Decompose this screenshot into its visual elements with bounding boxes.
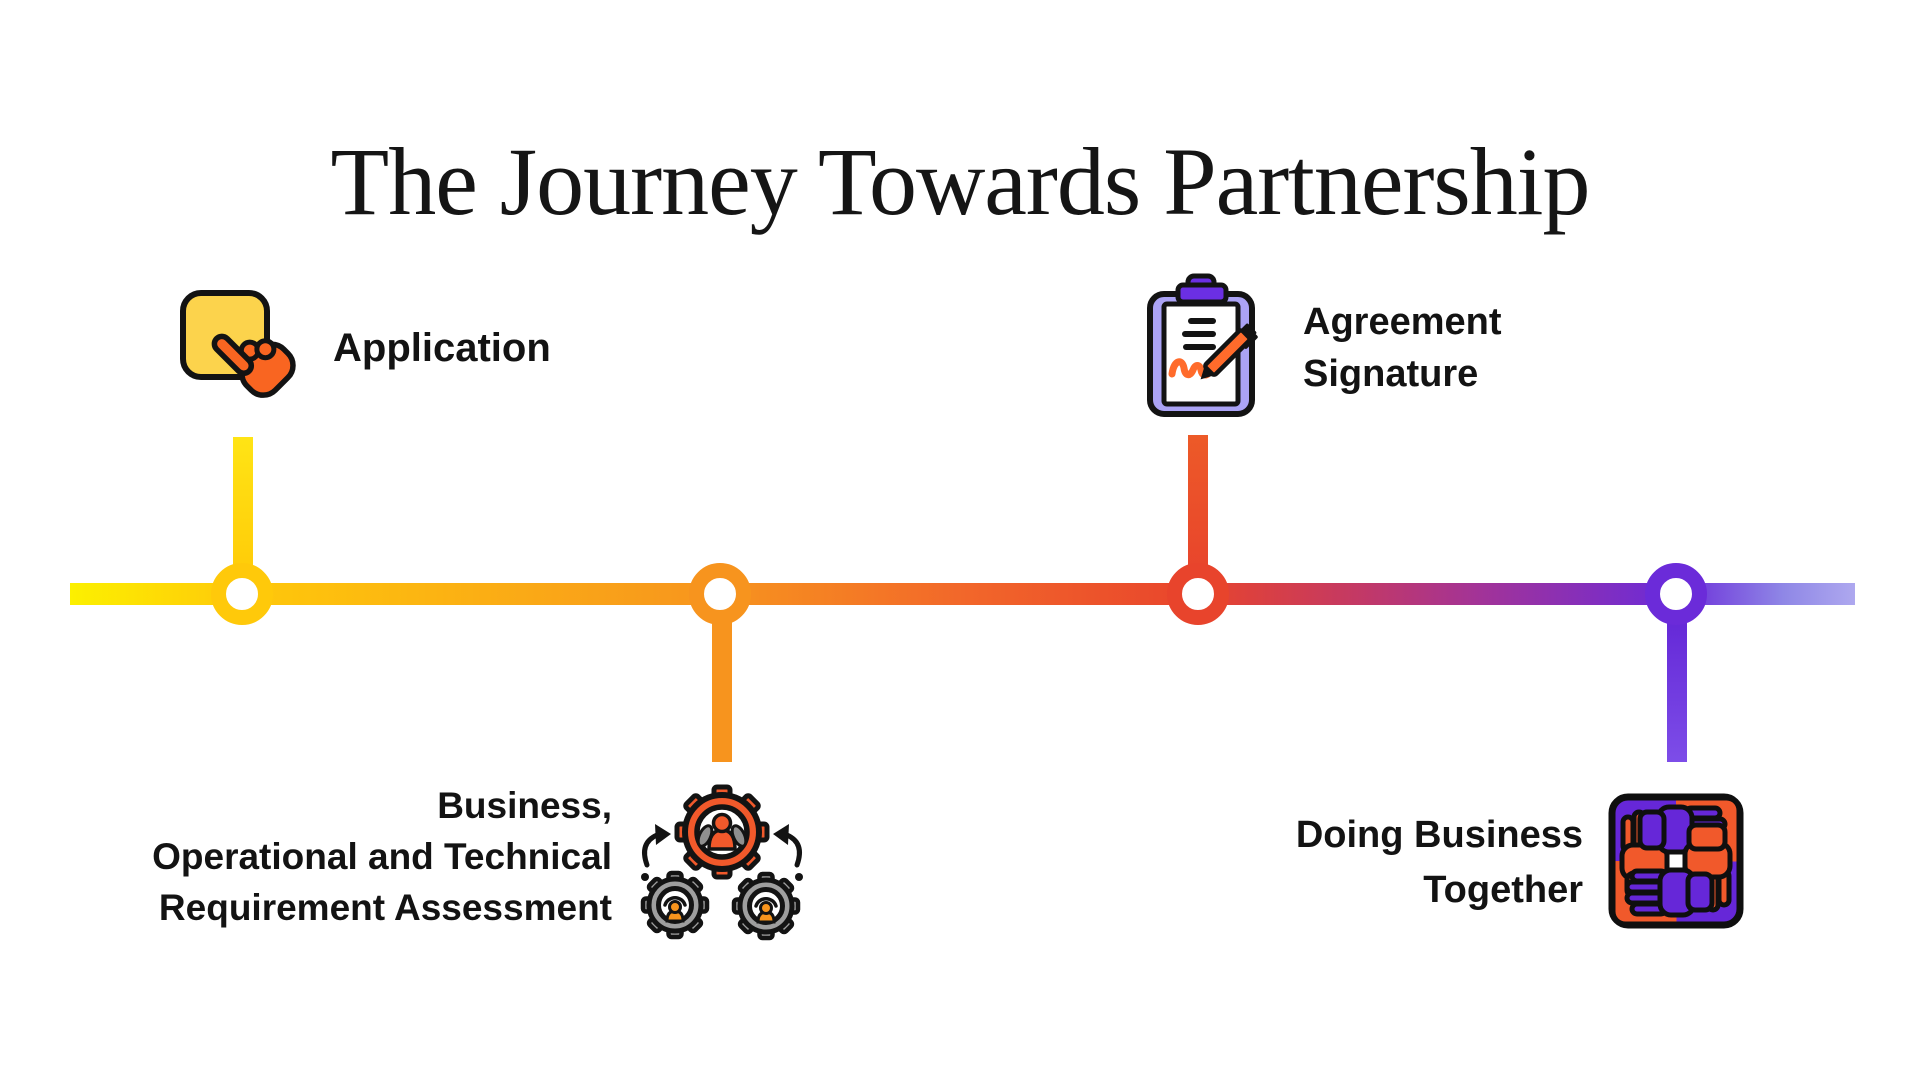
milestone-label-application: Application bbox=[333, 326, 551, 370]
gray-gear-person-icon bbox=[640, 870, 710, 940]
connector-agreement bbox=[1188, 435, 1208, 577]
connector-doing-business bbox=[1667, 610, 1687, 762]
gears-assessment-icon bbox=[640, 784, 803, 941]
orange-gear-person-icon bbox=[674, 784, 770, 880]
timeline-bar bbox=[70, 583, 1855, 605]
hands-together-icon bbox=[1608, 793, 1744, 929]
tap-application-icon bbox=[180, 290, 296, 398]
pen-icon bbox=[1200, 323, 1258, 380]
connector-assessment bbox=[712, 610, 732, 762]
label-line: Operational and Technical bbox=[152, 836, 612, 877]
document-text-lines bbox=[1182, 318, 1216, 350]
label-line: Agreement bbox=[1303, 301, 1502, 343]
timeline-node-agreement bbox=[1167, 563, 1229, 625]
timeline-node-doing-business bbox=[1645, 563, 1707, 625]
timeline-node-application bbox=[211, 563, 273, 625]
label-line: Doing Business bbox=[1295, 814, 1583, 856]
clipboard-signature-icon bbox=[1147, 273, 1258, 417]
milestone-label-doing-business: Doing Business Together bbox=[1296, 808, 1583, 918]
milestone-label-agreement: Agreement Signature bbox=[1303, 296, 1502, 400]
milestone-label-assessment: Business, Operational and Technical Requ… bbox=[152, 780, 612, 933]
label-line: Signature bbox=[1303, 353, 1479, 395]
page-title: The Journey Towards Partnership bbox=[330, 128, 1591, 236]
hand-left-icon bbox=[1627, 870, 1712, 915]
pointer-hand-icon bbox=[211, 333, 296, 398]
connector-application bbox=[233, 437, 253, 577]
rotate-arrow-left-icon bbox=[641, 824, 671, 881]
label-line: Together bbox=[1423, 869, 1583, 911]
gray-gear-person-icon bbox=[731, 871, 801, 941]
label-line: Requirement Assessment bbox=[158, 887, 612, 928]
label-line: Business, bbox=[437, 785, 612, 826]
timeline-node-assessment bbox=[689, 563, 751, 625]
rotate-arrow-right-icon bbox=[773, 824, 803, 881]
label-line: Application bbox=[333, 326, 551, 370]
center-square-shape bbox=[1664, 849, 1688, 873]
